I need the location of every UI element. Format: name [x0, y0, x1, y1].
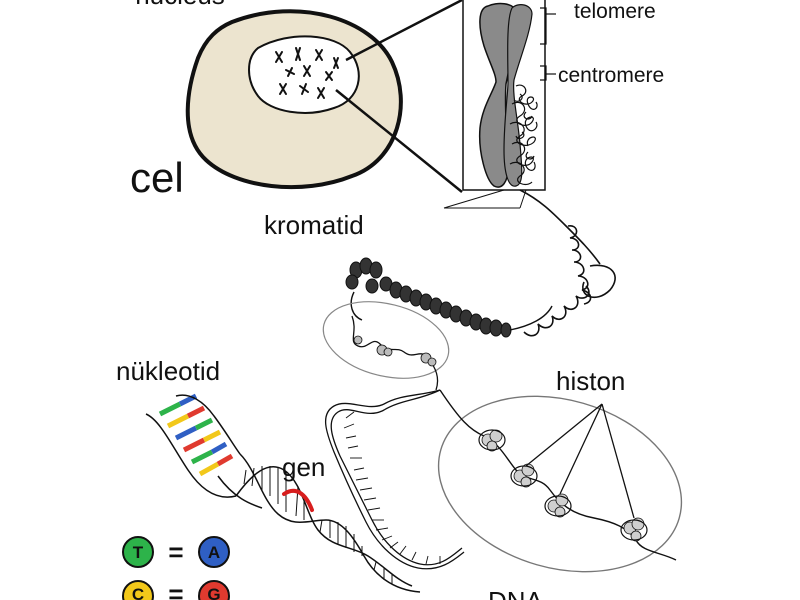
fiber-loop [582, 264, 616, 299]
chromosome-right-arm [503, 4, 533, 187]
label-nucleus: nucleus [135, 0, 225, 10]
label-telomere: telomere [574, 0, 656, 23]
gene-segment [282, 488, 314, 512]
dna-left-rungs [243, 466, 393, 584]
base-letter-left-2: C [132, 585, 144, 600]
chromatin-coil [509, 84, 538, 186]
zoom-ellipse-large [437, 395, 683, 573]
nucleosome-detail [437, 389, 683, 573]
zoom-lines-nucleus [335, 0, 463, 193]
label-cell: cel [130, 154, 184, 201]
chromosome-panel [462, 0, 556, 191]
cell [185, 9, 403, 190]
dna-helix-middle [325, 389, 465, 570]
zoom-ellipse-small [322, 301, 450, 379]
label-histone: histon [556, 366, 625, 396]
nucleus-chromosomes [275, 47, 339, 99]
base-letter-left-1: T [133, 543, 144, 562]
base-letter-right-1: A [208, 543, 220, 562]
base-circle-left-2 [122, 580, 154, 600]
fiber-coil-lower [523, 285, 590, 337]
zoom-lines-chromatin [443, 189, 527, 209]
dna-helix-left [145, 393, 421, 593]
label-dna: DNA [488, 586, 544, 600]
base-circle-right-2 [198, 580, 230, 600]
base-circle-right-1 [198, 536, 230, 568]
solenoid-fiber [345, 257, 512, 338]
base-circle-left-1 [122, 536, 154, 568]
base-letter-right-2: G [207, 585, 220, 600]
base-pair-row-1: T = A [122, 536, 230, 568]
chromatin-fiber [519, 189, 616, 337]
base-pair-legend: T = A C = G [122, 536, 230, 600]
base-pair-symbol-1: = [168, 537, 183, 567]
label-gene: gen [282, 452, 325, 482]
nucleosome-fiber-small [322, 301, 450, 391]
label-centromere: centromere [558, 64, 664, 87]
histone-pointer-lines [525, 403, 635, 519]
histone-cores [481, 429, 645, 542]
base-pair-row-2: C = G [122, 579, 230, 600]
label-nucleotide: nükleotid [116, 356, 220, 386]
telomere-bracket [540, 7, 547, 45]
base-pair-symbol-2: = [168, 579, 183, 600]
fiber-coil-upper [567, 225, 592, 305]
label-chromatid: kromatid [264, 210, 364, 240]
nucleotide-rungs [158, 393, 234, 477]
solenoid-tail [350, 291, 553, 331]
centromere-bracket [540, 65, 547, 81]
